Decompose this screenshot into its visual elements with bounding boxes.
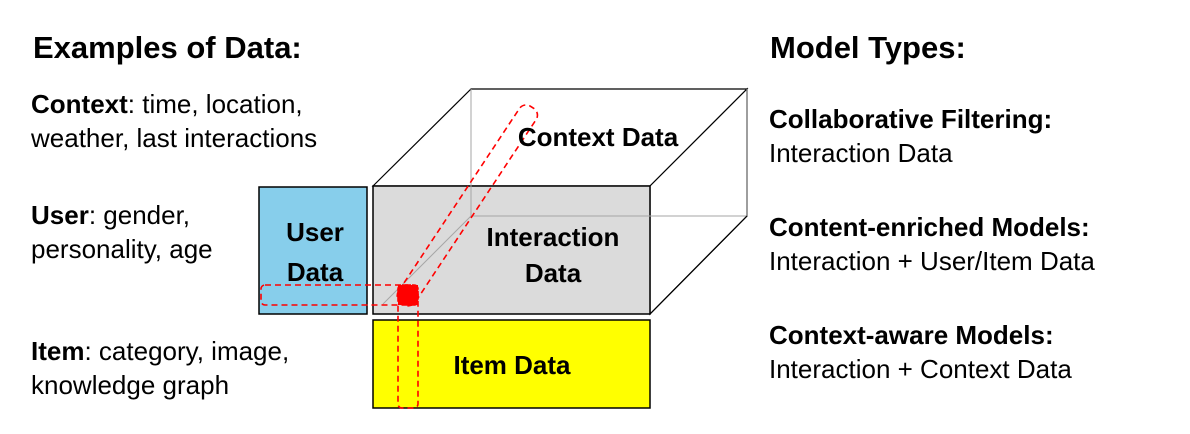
model-desc: Interaction + Context Data <box>769 354 1072 384</box>
context-data-label: Context Data <box>518 122 679 152</box>
context-key: Context <box>31 89 128 119</box>
context-example: Context: time, location, weather, last i… <box>31 87 317 155</box>
cube-bottom-right-edge <box>649 215 748 315</box>
model-desc: Interaction + User/Item Data <box>769 246 1095 276</box>
interaction-data-box <box>372 185 651 315</box>
context-line1: time, location, <box>135 89 303 119</box>
context-sep: : <box>127 89 136 119</box>
user-line2: personality, age <box>31 234 213 264</box>
user-label-line2: Data <box>287 257 344 287</box>
item-data-box <box>372 319 651 409</box>
model-name: Collaborative Filtering: <box>769 104 1053 134</box>
interaction-label-line2: Data <box>525 258 582 288</box>
model-types-title: Model Types: <box>770 30 966 65</box>
user-label-line1: User <box>286 217 344 247</box>
user-line1: gender, <box>96 200 191 230</box>
item-data-label: Item Data <box>453 350 571 380</box>
item-sep: : <box>84 336 92 366</box>
interaction-label-line1: Interaction <box>487 222 620 252</box>
model-desc: Interaction Data <box>769 138 953 168</box>
user-key: User <box>31 200 89 230</box>
user-example: User: gender, personality, age <box>31 198 213 266</box>
item-line1: category, image, <box>91 336 290 366</box>
selected-cell <box>398 285 418 305</box>
model-context-aware: Context-aware Models: Interaction + Cont… <box>769 318 1072 386</box>
item-line2: knowledge graph <box>31 370 230 400</box>
context-line2: weather, last interactions <box>31 123 318 153</box>
item-example: Item: category, image, knowledge graph <box>31 334 289 402</box>
model-collaborative: Collaborative Filtering: Interaction Dat… <box>769 102 1052 170</box>
user-data-box <box>258 186 368 315</box>
user-sep: : <box>88 200 97 230</box>
model-content-enriched: Content-enriched Models: Interaction + U… <box>769 210 1095 278</box>
model-name: Context-aware Models: <box>769 320 1054 350</box>
item-key: Item <box>31 336 85 366</box>
model-name: Content-enriched Models: <box>769 212 1090 242</box>
examples-title: Examples of Data: <box>33 30 302 65</box>
